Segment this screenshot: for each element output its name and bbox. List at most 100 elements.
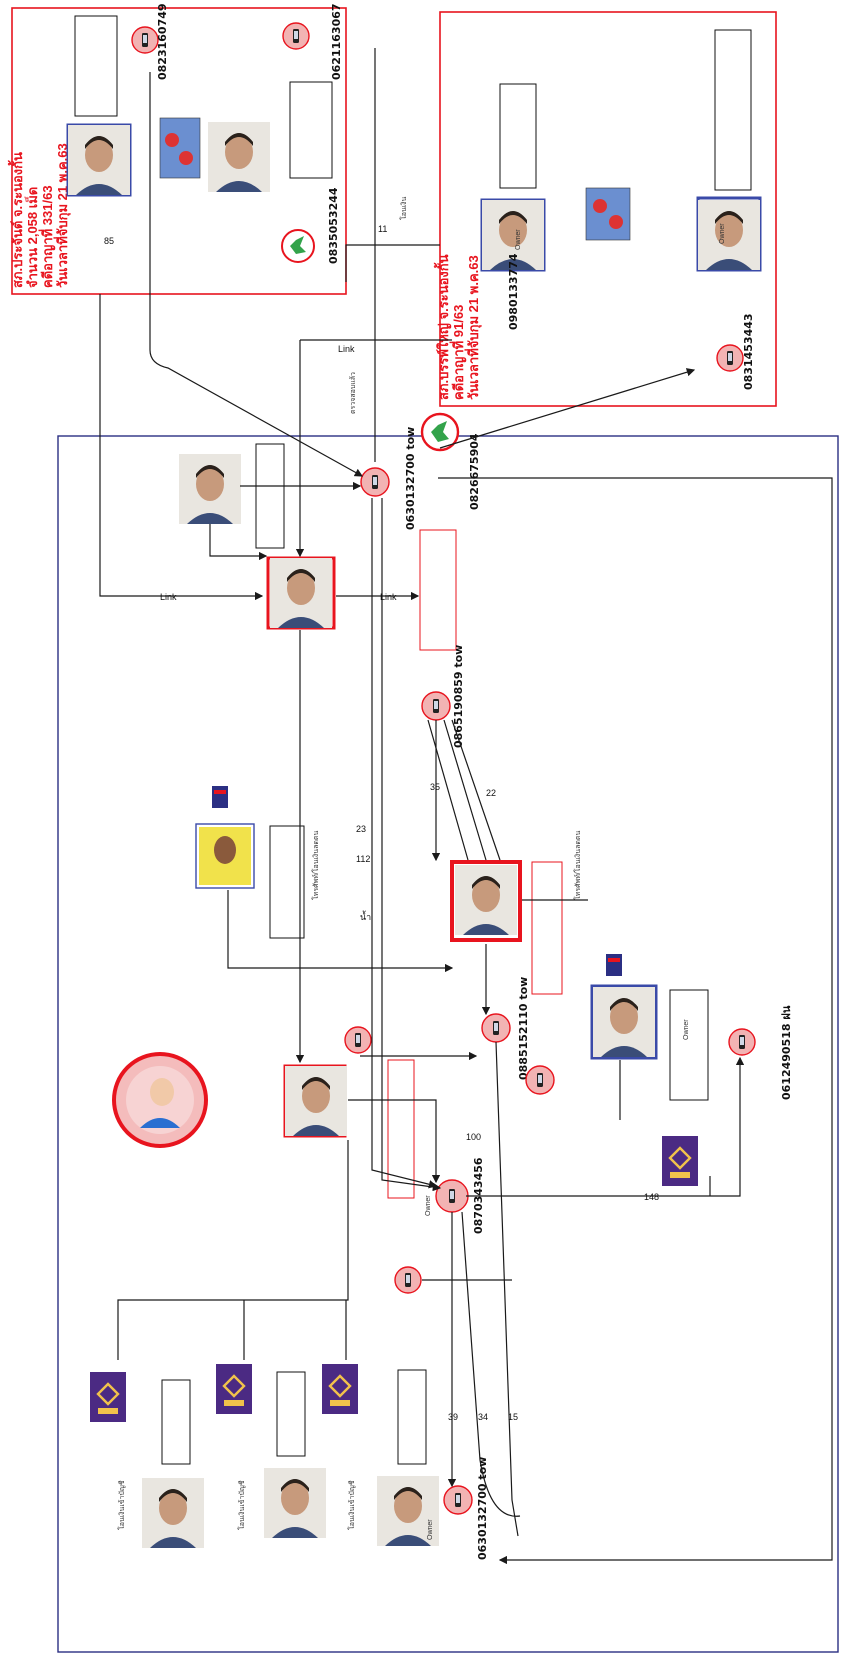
top-right-case-frame <box>11 7 347 295</box>
edge-label-14: 148 <box>644 1192 659 1202</box>
relation-transfer-account-1: โอนเงินเข้าบัญชี <box>347 1480 356 1530</box>
scb-logo-1 <box>88 1370 128 1424</box>
top-right-case-text: สภ.ประจันต์ จ.ระนองกั้น จำนวน 2,058 เม็ด… <box>7 143 71 288</box>
relation-transfer-1: โอนเงิน <box>399 196 408 220</box>
relation-owner-2: Owner <box>425 1195 432 1216</box>
phone-right-label: 0612490518 ฝน <box>780 1005 793 1100</box>
edge-label-15: น้ำ <box>360 910 371 922</box>
edge-label-3: Link <box>338 344 355 354</box>
relation-owner-5: Owner <box>683 1019 690 1040</box>
phone-node-p2 <box>282 22 310 50</box>
phone-node-secondary <box>525 1065 555 1095</box>
pill-mark-2 <box>179 151 193 165</box>
case1-bank-phone: 0835053244 <box>327 187 340 264</box>
case2-phone-1: 0980133774 <box>507 253 520 330</box>
suspect-card-c <box>195 823 255 889</box>
phone-key-label: 0885152110 tow <box>517 977 530 1080</box>
case2-evidence-photo <box>585 187 631 241</box>
case1-suspect-card-1 <box>66 123 132 197</box>
suspect-c-info <box>269 825 305 939</box>
suspect-a-info <box>419 529 457 651</box>
flag-icon-2 <box>606 954 622 976</box>
scb-logo-2 <box>214 1362 254 1416</box>
case2-suspect-card-2 <box>696 196 762 272</box>
phone-node-lower-left <box>394 1266 422 1294</box>
phone-node-main-top <box>360 467 390 497</box>
pill-mark-4 <box>609 215 623 229</box>
phone-node-p1 <box>131 26 159 54</box>
edge-label-9: 22 <box>486 788 496 798</box>
phone-node-right <box>728 1028 756 1056</box>
edge-label-1: 85 <box>104 236 114 246</box>
edge-label-7: 112 <box>356 854 370 864</box>
scb-logo-4 <box>660 1134 700 1188</box>
edges <box>99 48 833 1565</box>
edge-label-13: 15 <box>508 1412 518 1422</box>
phone-node-left <box>344 1026 372 1054</box>
pill-mark-3 <box>593 199 607 213</box>
relation-owner-3: Owner <box>515 229 522 250</box>
phone-node-case2 <box>716 344 744 372</box>
suspect-card-h <box>377 1476 439 1546</box>
relation-owner-4: Owner <box>719 223 726 244</box>
relation-checked: ตรวจสอบแล้ว <box>349 372 357 414</box>
edge-label-5: Link <box>380 592 397 602</box>
relation-transfer-account-3: โอนเงินเข้าบัญชี <box>117 1480 126 1530</box>
suspect-g-info <box>276 1371 306 1457</box>
mid-right-case-frame <box>439 11 777 407</box>
phone-center-label: 0865190859 tow <box>452 645 465 748</box>
suspect-card-b <box>179 454 241 524</box>
case1-evidence-photo <box>159 117 201 179</box>
case1-line3: คดีอาญาที่ 331/63 <box>38 185 56 288</box>
edge-label-6: 23 <box>356 824 366 834</box>
relation-owner-1: Owner <box>427 1519 434 1540</box>
case2-bank-logo <box>420 412 460 452</box>
suspect-f-info <box>161 1379 191 1465</box>
phone-node-hub <box>435 1179 469 1213</box>
phone-node-key <box>481 1013 511 1043</box>
suspect-card-a <box>266 556 336 630</box>
phone-node-bottom <box>443 1485 473 1515</box>
case2-line3: วันเวลาที่จับกุม 21 พ.ค.63 <box>464 255 482 400</box>
avatar-node <box>112 1052 208 1148</box>
suspect-card-g <box>264 1468 326 1538</box>
case2-info-box-1 <box>499 83 537 189</box>
case2-line2: คดีอาญาที่ 91/63 <box>449 305 467 400</box>
flag-icon-1 <box>212 786 228 808</box>
scb-logo-3 <box>320 1362 360 1416</box>
key-suspect-info <box>531 861 563 995</box>
phone-node-center <box>421 691 451 721</box>
case1-line2: จำนวน 2,058 เม็ด <box>23 187 40 288</box>
suspect-card-f <box>142 1478 204 1548</box>
phone-bottom-label: 0630132700 tow <box>476 1457 489 1560</box>
edge-label-12: 34 <box>478 1412 488 1422</box>
case2-info-box-2 <box>714 29 752 191</box>
suspect-card-d <box>283 1064 347 1138</box>
case1-line1: สภ.ประจันต์ จ.ระนองกั้น <box>7 152 25 288</box>
case2-bank-phone: 0826675904 <box>468 433 481 510</box>
relation-phone-transfer-1: โทรศัพท์/โอนเงินลดตน <box>311 831 320 900</box>
case1-bank-logo <box>281 229 315 263</box>
edge-label-8: 35 <box>430 782 440 792</box>
edge-label-11: 39 <box>448 1412 458 1422</box>
phone-p2-label: 0621163067 <box>330 3 343 80</box>
case1-info-box-1 <box>74 15 118 117</box>
edge-label-4: Link <box>160 592 177 602</box>
suspect-h-info <box>397 1369 427 1465</box>
phone-main-top-label: 0630132700 tow <box>404 427 417 530</box>
key-suspect-card <box>450 860 522 942</box>
pill-mark-1 <box>165 133 179 147</box>
relation-transfer-account-2: โอนเงินเข้าบัญชี <box>237 1480 246 1530</box>
case2-suspect-card-1 <box>480 198 546 272</box>
suspect-b-info <box>255 443 285 549</box>
suspect-e-info <box>669 989 709 1101</box>
mid-right-case-text: สภ.บรรพ์ใหญ่ จ.ระนองกั้น คดีอาญาที่ 91/6… <box>433 254 482 400</box>
edge-label-2: 11 <box>378 224 387 234</box>
case2-phone-2: 0831453443 <box>742 313 755 390</box>
suspect-card-e <box>590 984 658 1060</box>
case1-suspect-card-2 <box>208 122 270 192</box>
phone-p1-label: 0823160749 <box>156 3 169 80</box>
case1-info-box-2 <box>289 81 333 179</box>
